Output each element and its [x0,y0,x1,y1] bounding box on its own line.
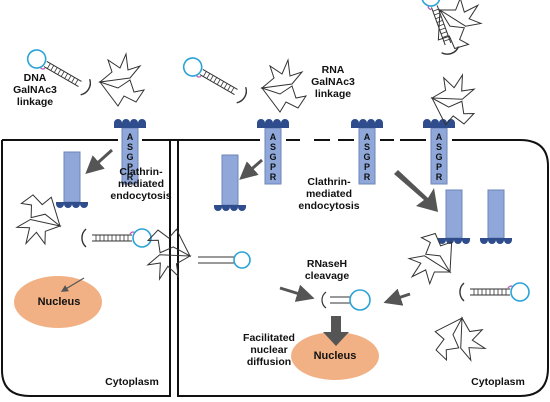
receptor-letter: R [363,172,371,182]
label-dna-linkage: DNA GalNAc3 linkage [13,72,57,108]
receptor-letter: P [269,162,276,172]
receptor-letter: A [363,132,371,142]
cell-membrane-left [1,140,171,397]
label-facilitated-diffusion: Facilitated nuclear diffusion [243,332,295,368]
receptor-letter: S [363,142,370,152]
label-nucleus-left: Nucleus [37,296,81,308]
internalized-receptor-r1 [438,189,470,244]
oligo-inside-right-top [198,251,251,269]
label-clathrin-left: Clathrin- mediated endocytosis [110,166,172,202]
receptor-letter: S [435,142,442,152]
arrow-to-nucleus-left [60,277,85,292]
receptor-letter: A [126,132,134,142]
label-nucleus-right: Nucleus [313,350,357,362]
arrow-endocytosis-mid [239,158,263,180]
arrow-rnaseh-from-right [383,288,411,306]
arrow-endocytosis-large [394,170,438,212]
receptor-letter: G [363,152,371,162]
receptor-letter: P [363,162,370,172]
receptor-letter: R [435,172,443,182]
nucleus-left [14,276,102,328]
label-clathrin-right: Clathrin- mediated endocytosis [298,176,360,212]
oligo-inside-right-lower [459,282,530,302]
asgpr-receptor-left [114,119,146,185]
receptor-letter: G [269,152,277,162]
internalized-receptor-left [56,151,88,208]
oligo-cleaved [321,289,371,311]
receptor-letter: A [269,132,277,142]
asgpr-receptor-right-1 [257,119,289,185]
receptor-letter: G [435,152,443,162]
internalized-receptor-r2 [480,189,512,244]
arrow-rnaseh-in [279,284,315,302]
label-rna-linkage: RNA GalNAc3 linkage [311,64,355,100]
internalized-receptor-mid [214,154,246,211]
oligo-inside-left [81,228,152,248]
asgpr-receptor-right-2 [351,119,383,185]
receptor-letter: S [269,142,276,152]
receptor-letter: R [269,172,277,182]
receptor-letter: P [435,162,442,172]
label-cytoplasm-left: Cytoplasm [105,376,159,388]
arrow-endocytosis-left [85,148,114,175]
label-rnaseh: RNaseH cleavage [304,258,350,282]
receptor-letter: G [126,152,134,162]
oligo-rna-conjugate-left [179,53,251,106]
label-cytoplasm-right: Cytoplasm [471,376,525,388]
receptor-letter: S [126,142,133,152]
arrow-nuclear-diffusion [323,316,349,346]
receptor-letter: P [126,162,133,172]
receptor-letter: A [435,132,443,142]
receptor-letter: R [126,172,134,182]
asgpr-receptor-right-3 [423,119,455,185]
nucleus-right [291,332,379,380]
cell-membrane-right [177,139,549,397]
